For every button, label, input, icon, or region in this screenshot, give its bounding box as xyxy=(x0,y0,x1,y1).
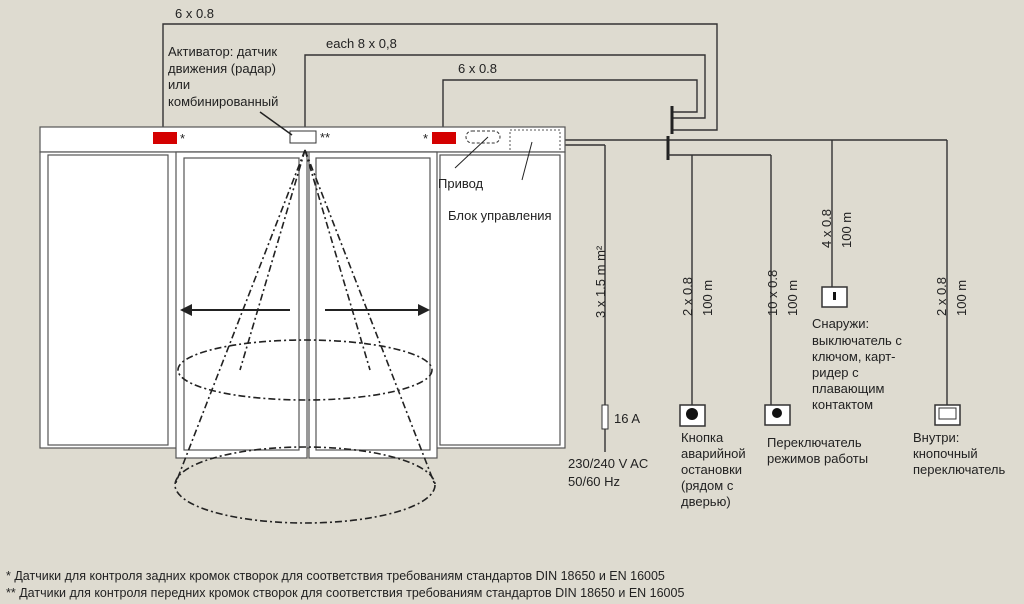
rear-edge-sensor-left xyxy=(153,132,177,144)
fuse-icon xyxy=(601,404,609,430)
wire-rear-sensors xyxy=(162,23,718,133)
fixed-panel-right xyxy=(439,154,561,446)
footnote-marker: * xyxy=(180,131,185,146)
drive-unit xyxy=(465,130,501,144)
power-label: 230/240 V AC 50/60 Hz xyxy=(568,456,652,489)
control-unit xyxy=(509,129,561,153)
wire-radar xyxy=(304,54,706,131)
wire-label: 4 x 0.8 xyxy=(819,209,834,248)
wire-label: 6 x 0.8 xyxy=(458,61,497,76)
wire-label: 6 x 0.8 xyxy=(175,6,214,21)
drive-label: Привод xyxy=(438,176,484,191)
footnote-rear-sensors: * Датчики для контроля задних кромок ств… xyxy=(6,569,665,583)
control-unit-label: Блок управления xyxy=(448,208,552,223)
fuse-label: 16 A xyxy=(614,411,640,426)
wire-label: 100 m xyxy=(785,280,800,316)
wire-label: 3 x 1.5 m m² xyxy=(593,245,608,318)
footnote-marker: ** xyxy=(320,130,330,145)
wire-label: 10 x 0.8 xyxy=(765,270,780,316)
mode-switch-label: Переключатель режимов работы xyxy=(767,435,868,466)
emergency-stop-label: Кнопка аварийной остановки (рядом с двер… xyxy=(681,430,749,509)
rear-edge-sensor-right xyxy=(432,132,456,144)
inside-switch-label: Внутри: кнопочный переключатель xyxy=(913,430,1006,477)
radar-sensor xyxy=(289,130,317,144)
outside-switch-label: Снаружи: выключатель с ключом, карт- рид… xyxy=(812,316,906,412)
footnote-marker: * xyxy=(423,131,428,146)
activator-label: Активатор: датчик движения (радар) или к… xyxy=(168,44,281,109)
wire-label: 2 x 0.8 xyxy=(680,277,695,316)
footnote-front-sensors: ** Датчики для контроля передних кромок … xyxy=(6,586,684,600)
wire-label: 2 x 0.8 xyxy=(934,277,949,316)
fixed-panel-left xyxy=(47,154,169,446)
wire-label: each 8 x 0,8 xyxy=(326,36,397,51)
wire-label: 100 m xyxy=(700,280,715,316)
wire-label: 100 m xyxy=(839,212,854,248)
wire-front-sensors xyxy=(442,79,698,133)
wire-label: 100 m xyxy=(954,280,969,316)
